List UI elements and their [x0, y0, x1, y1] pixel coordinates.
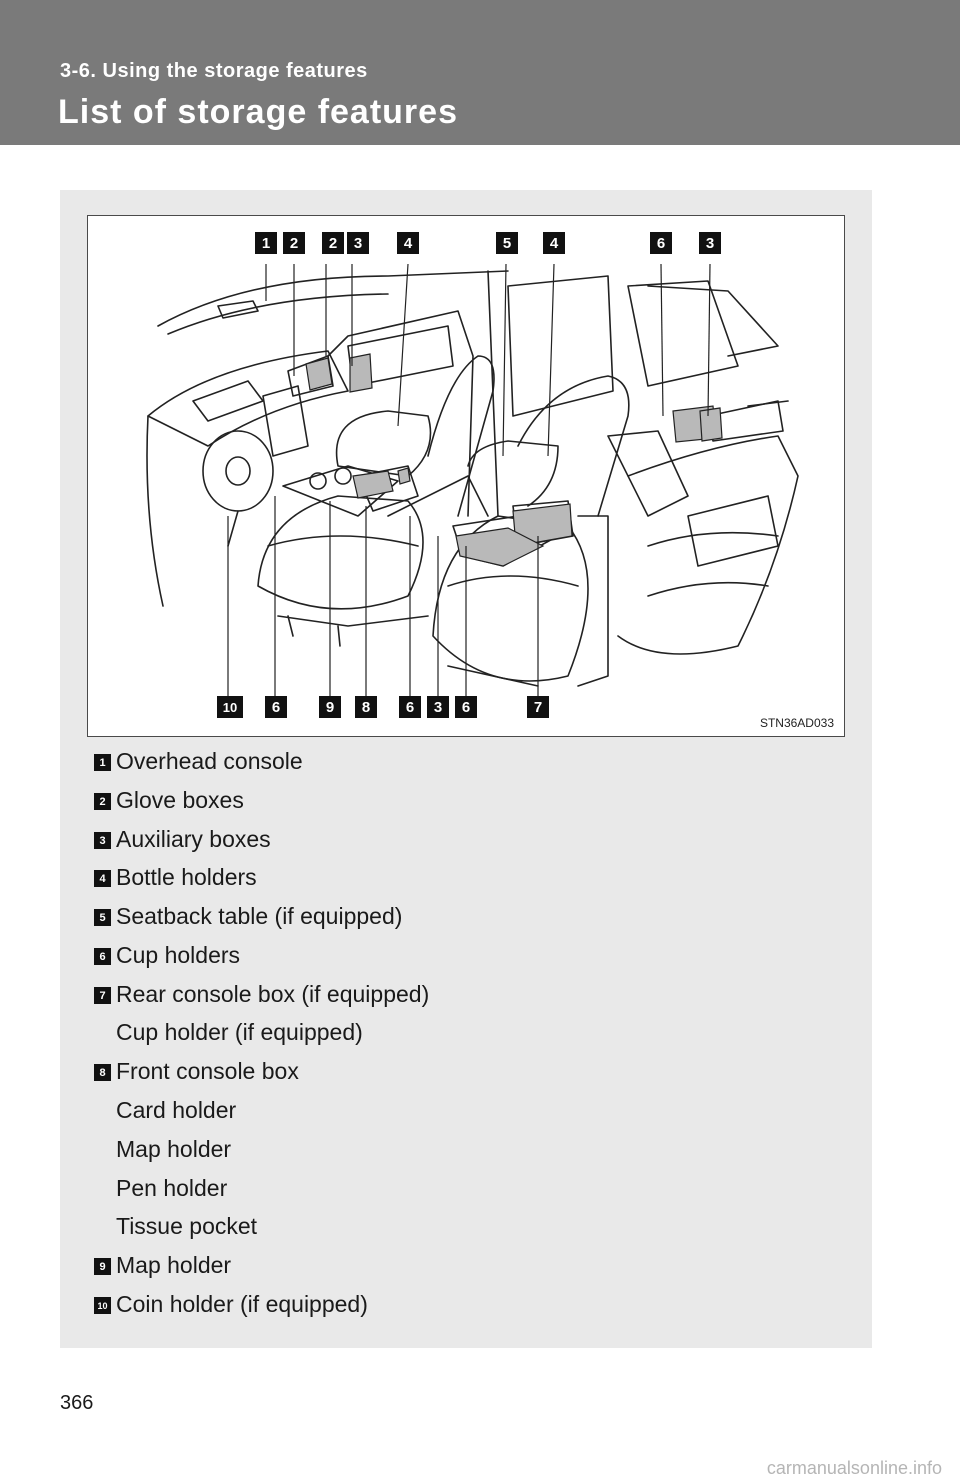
callout-3-top: 3 — [699, 232, 721, 254]
list-item-continuation: Card holder — [94, 1095, 794, 1125]
interior-line-drawing — [146, 263, 799, 696]
callout-3-bottom: 3 — [427, 696, 449, 718]
callout-6-top: 6 — [650, 232, 672, 254]
list-item: 7 Rear console box (if equipped) — [94, 979, 794, 1009]
item-number-badge: 2 — [94, 793, 111, 810]
list-item: 6 Cup holders — [94, 940, 794, 970]
callout-10-bottom: 10 — [217, 696, 243, 718]
item-label: Pen holder — [116, 1175, 228, 1201]
callout-2-top: 2 — [283, 232, 305, 254]
item-label: Map holder — [116, 1252, 232, 1278]
item-label: Overhead console — [116, 748, 303, 774]
list-item: 5 Seatback table (if equipped) — [94, 901, 794, 931]
list-item: 2 Glove boxes — [94, 785, 794, 815]
item-label: Bottle holders — [116, 864, 257, 890]
callout-4-top: 4 — [543, 232, 565, 254]
item-label: Front console box — [116, 1058, 299, 1084]
list-item-continuation: Tissue pocket — [94, 1211, 794, 1241]
item-label: Seatback table (if equipped) — [116, 903, 403, 929]
list-item: 10 Coin holder (if equipped) — [94, 1289, 794, 1319]
callout-5-top: 5 — [496, 232, 518, 254]
list-item-continuation: Pen holder — [94, 1173, 794, 1203]
list-item: 4 Bottle holders — [94, 862, 794, 892]
item-number-badge: 8 — [94, 1064, 111, 1081]
figure-code: STN36AD033 — [759, 716, 834, 730]
section-header: 3-6. Using the storage features List of … — [0, 0, 960, 145]
item-label: Card holder — [116, 1097, 237, 1123]
list-item: 9 Map holder — [94, 1250, 794, 1280]
vehicle-interior-illustration: 1 2 2 3 4 5 4 6 3 10 6 9 8 6 3 6 7 STN36… — [87, 215, 845, 737]
callout-1-top: 1 — [255, 232, 277, 254]
item-label: Map holder — [116, 1136, 232, 1162]
item-number-badge: 3 — [94, 832, 111, 849]
item-number-badge: 4 — [94, 870, 111, 887]
callout-2-top: 2 — [322, 232, 344, 254]
item-number-badge: 5 — [94, 909, 111, 926]
item-label: Cup holder (if equipped) — [116, 1019, 363, 1045]
callout-7-bottom: 7 — [527, 696, 549, 718]
item-number-badge: 1 — [94, 754, 111, 771]
callout-6-bottom: 6 — [265, 696, 287, 718]
callout-6-bottom: 6 — [399, 696, 421, 718]
list-item-continuation: Map holder — [94, 1134, 794, 1164]
item-label: Coin holder (if equipped) — [116, 1291, 368, 1317]
callout-8-bottom: 8 — [355, 696, 377, 718]
list-item: 3 Auxiliary boxes — [94, 824, 794, 854]
section-subtitle: 3-6. Using the storage features — [60, 60, 368, 82]
item-number-badge: 6 — [94, 948, 111, 965]
item-label: Tissue pocket — [116, 1213, 258, 1239]
callout-6-bottom: 6 — [455, 696, 477, 718]
item-label: Rear console box (if equipped) — [116, 981, 430, 1007]
callout-9-bottom: 9 — [319, 696, 341, 718]
item-label: Auxiliary boxes — [116, 826, 271, 852]
item-number-badge: 7 — [94, 987, 111, 1004]
callout-4-top: 4 — [397, 232, 419, 254]
item-label: Glove boxes — [116, 787, 244, 813]
list-item: 1 Overhead console — [94, 746, 794, 776]
watermark: carmanualsonline.info — [766, 1458, 942, 1478]
page-number: 366 — [60, 1392, 94, 1414]
list-item-continuation: Cup holder (if equipped) — [94, 1017, 794, 1047]
page-title: List of storage features — [58, 93, 458, 131]
callout-3-top: 3 — [347, 232, 369, 254]
item-number-badge: 9 — [94, 1258, 111, 1275]
item-number-badge: 10 — [94, 1297, 111, 1314]
item-label: Cup holders — [116, 942, 241, 968]
list-item: 8 Front console box — [94, 1056, 794, 1086]
